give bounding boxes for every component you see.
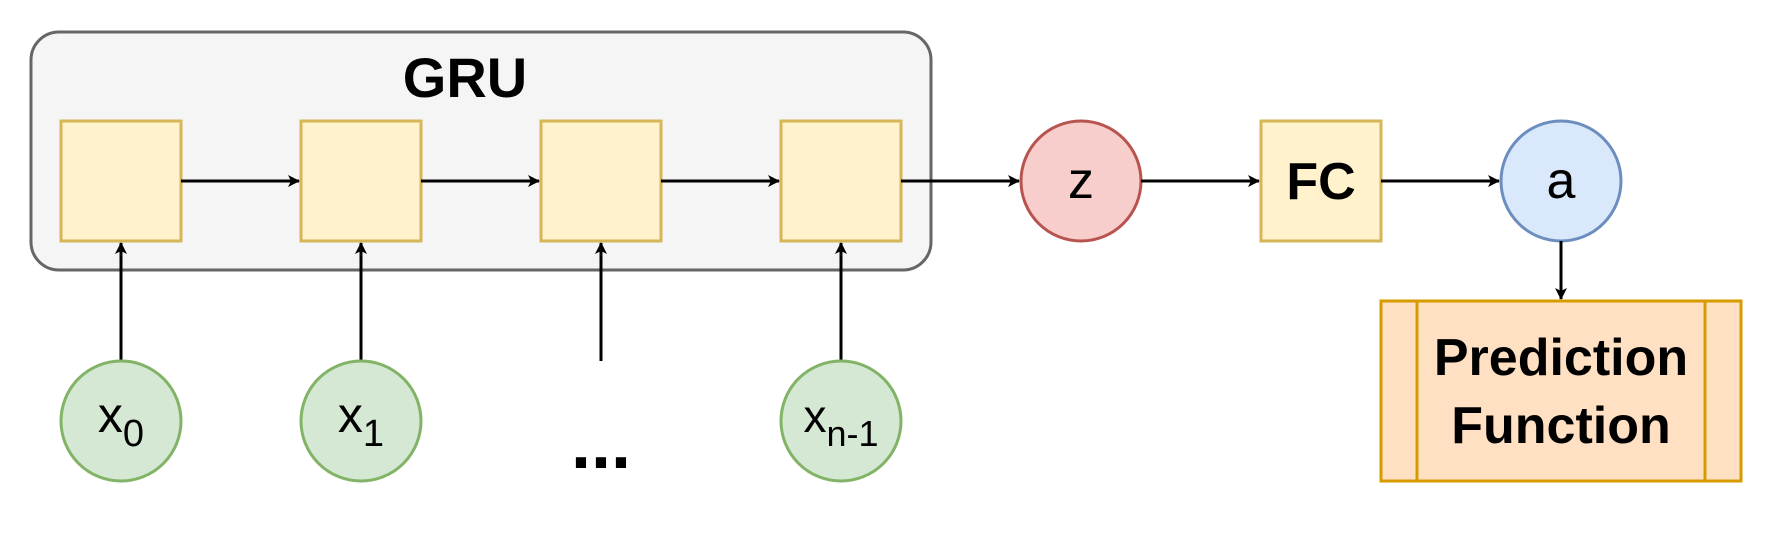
input-xn1-base: x: [803, 390, 826, 442]
prediction-function-block: [1379, 299, 1743, 483]
a-label: a: [1547, 152, 1576, 210]
svg-text:xn-1: xn-1: [803, 390, 878, 454]
fc-block: [1259, 119, 1383, 243]
input-x0-base: x: [98, 387, 123, 443]
input-node-xn1: xn-1: [779, 359, 903, 483]
gru-container: [29, 30, 933, 272]
input-x0-sub: 0: [123, 413, 144, 455]
svg-text:x1: x1: [338, 387, 384, 455]
gru-title: GRU: [403, 46, 527, 109]
ellipsis: ...: [571, 404, 631, 484]
input-x1-base: x: [338, 387, 363, 443]
fc-label: FC: [1286, 153, 1355, 211]
gru-cell-2: [539, 119, 663, 243]
prediction-line-2: Function: [1451, 397, 1671, 455]
gru-cell-0: [59, 119, 183, 243]
input-node-x1: x1: [299, 359, 423, 483]
gru-cell-1: [299, 119, 423, 243]
prediction-line-1: Prediction: [1434, 329, 1688, 387]
z-label: z: [1068, 152, 1094, 210]
input-x1-sub: 1: [363, 413, 384, 455]
gru-cell-3: [779, 119, 903, 243]
svg-text:x0: x0: [98, 387, 144, 455]
input-xn1-sub: n-1: [826, 413, 878, 454]
input-node-x0: x0: [59, 359, 183, 483]
